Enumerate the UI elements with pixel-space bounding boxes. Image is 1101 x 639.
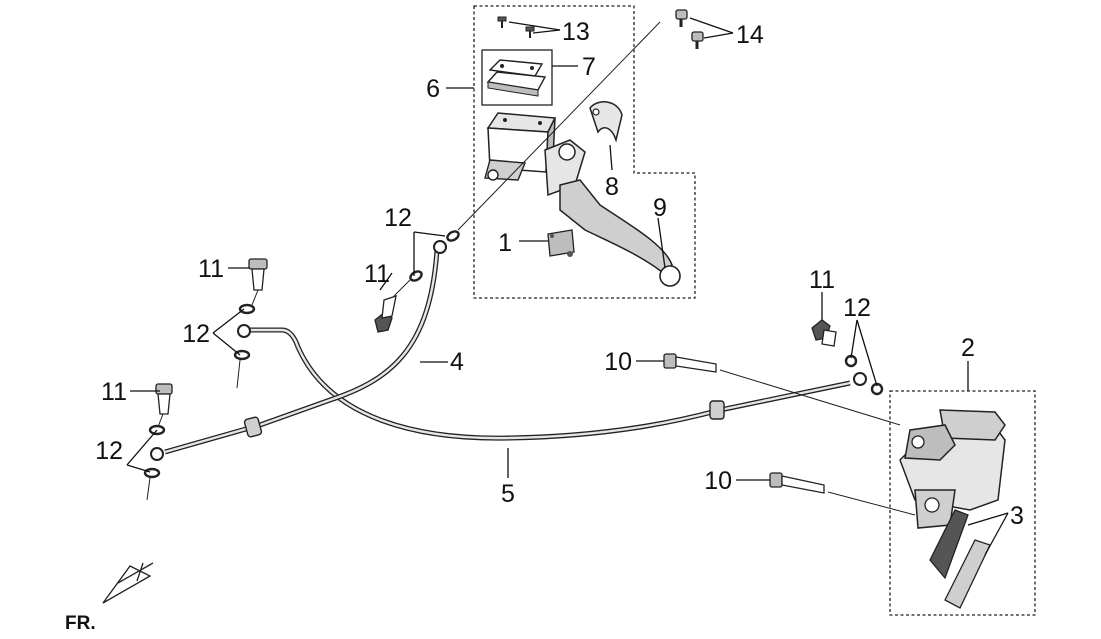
callout-11-middle: 11 <box>364 260 390 288</box>
callout-10-lower: 10 <box>704 467 732 495</box>
callout-6: 6 <box>426 75 440 103</box>
brake-hose-5 <box>237 324 867 441</box>
callout-14: 14 <box>736 21 764 49</box>
callout-8: 8 <box>605 173 619 201</box>
callout-12-middle: 12 <box>384 204 412 232</box>
brake-hose-4 <box>150 240 447 461</box>
cap-diaphragm-box <box>481 49 553 106</box>
callout-3: 3 <box>1010 502 1024 530</box>
callout-12-right: 12 <box>843 294 871 322</box>
bolt-11-lower <box>143 383 173 501</box>
callout-7: 7 <box>582 53 596 81</box>
cap-screws-13 <box>497 16 535 38</box>
reservoir-cap-7 <box>486 59 547 97</box>
callout-13: 13 <box>562 18 590 46</box>
bolt-11-upper <box>233 258 268 389</box>
callout-11-right: 11 <box>809 266 835 294</box>
caliper-group-box <box>889 390 1036 616</box>
caliper-bolt-10-upper <box>663 353 901 426</box>
leader-lines <box>126 17 1009 556</box>
master-cylinder-group-box <box>473 5 696 299</box>
bolt-11-middle <box>374 21 661 333</box>
callout-2: 2 <box>961 334 975 362</box>
holder-bolts-14 <box>675 9 704 49</box>
callout-12-left-lower: 12 <box>95 437 123 465</box>
front-direction-label: FR. <box>65 613 96 634</box>
brake-caliper-2 <box>899 409 1006 529</box>
callout-11-upper: 11 <box>198 255 224 283</box>
master-cylinder-holder-8 <box>589 101 623 143</box>
callout-11-lower: 11 <box>101 378 127 406</box>
brake-lever-9 <box>559 179 681 287</box>
caliper-bolt-10-lower <box>769 472 916 516</box>
callout-12-left-upper: 12 <box>182 320 210 348</box>
callout-9: 9 <box>653 194 667 222</box>
callout-4: 4 <box>450 348 464 376</box>
callout-5: 5 <box>501 480 515 508</box>
brake-switch-1 <box>547 229 575 257</box>
front-direction-arrow-icon <box>102 562 154 604</box>
callout-1: 1 <box>498 229 512 257</box>
callout-10-upper: 10 <box>604 348 632 376</box>
